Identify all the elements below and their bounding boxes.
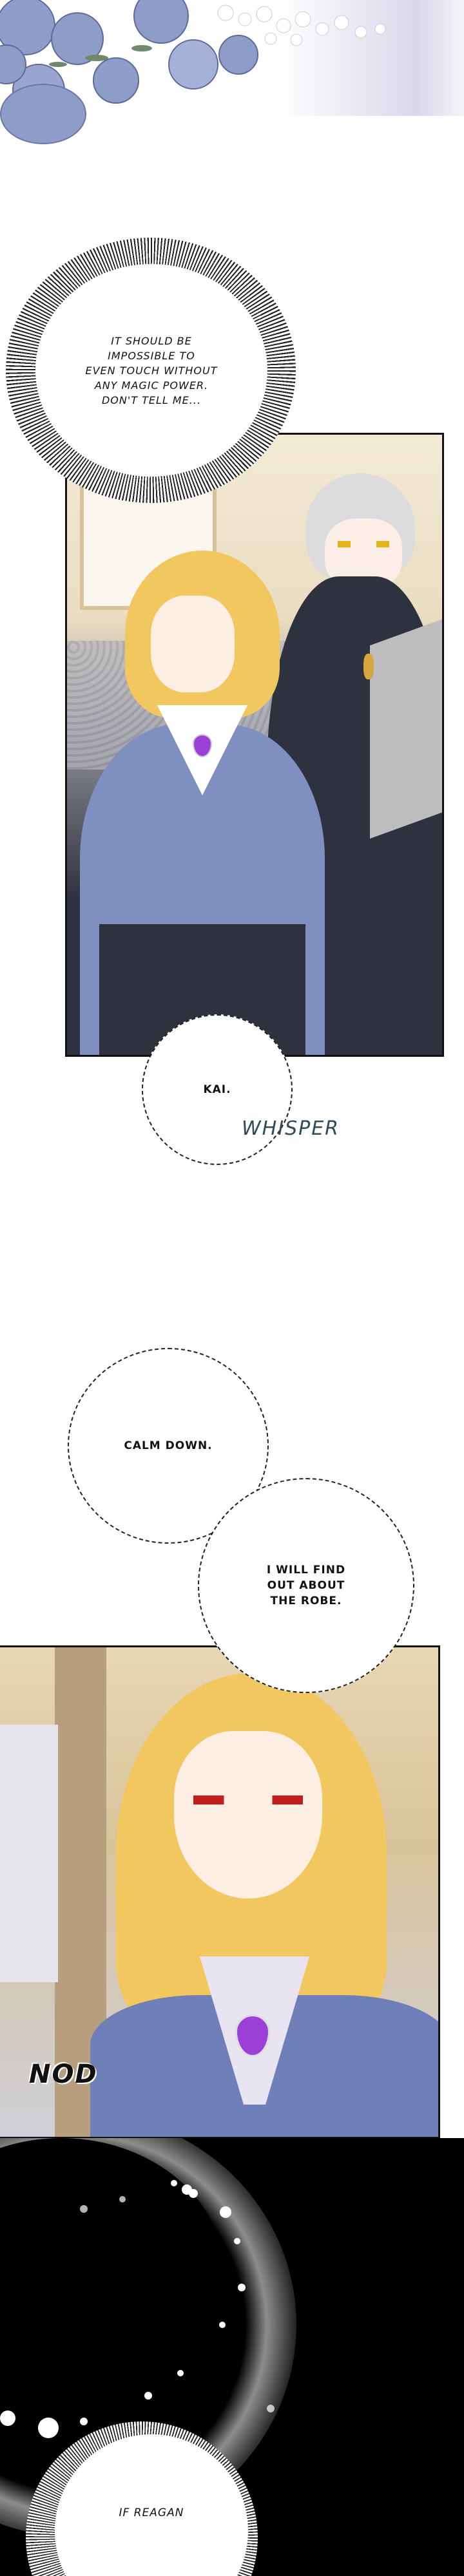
bubble-1-line: ANY MAGIC POWER.	[94, 379, 209, 392]
bubble-4-line: I WILL FIND	[266, 1564, 346, 1577]
bubble-1-line: DON'T TELL ME...	[101, 393, 202, 406]
bubble-3-text: CALM DOWN.	[124, 1439, 213, 1452]
bubble-4-line: THE ROBE.	[270, 1595, 342, 1607]
window-frame	[0, 1725, 58, 1982]
rose-lower	[0, 84, 86, 144]
bubble-4-line: OUT ABOUT	[267, 1579, 345, 1592]
panel-characters-room	[65, 433, 444, 1057]
blonde-character	[80, 551, 325, 1055]
sfx-nod: NOD	[29, 2060, 98, 2089]
panel-blonde-closeup: NOD	[0, 1645, 440, 2139]
bubble-5-text: IF REAGAN	[119, 2506, 184, 2519]
red-eyes	[193, 1795, 303, 1804]
purple-gem-closeup	[235, 2014, 270, 2057]
bubble-1-line: IMPOSSIBLE TO	[108, 349, 195, 362]
bubble-1-line: IT SHOULD BE	[111, 334, 192, 347]
speech-bubble-1: IT SHOULD BE IMPOSSIBLE TO EVEN TOUCH WI…	[35, 264, 267, 477]
bubble-1-line: EVEN TOUCH WITHOUT	[85, 364, 218, 377]
speech-bubble-2: KAI.	[142, 1014, 293, 1165]
yellow-eyes	[338, 541, 389, 547]
bubble-2-text: KAI.	[203, 1083, 231, 1096]
sfx-whisper: WHISPER	[242, 1117, 340, 1140]
blonde-character-closeup	[90, 1673, 438, 2137]
purple-gem	[193, 734, 212, 757]
speech-bubble-4: I WILL FIND OUT ABOUT THE ROBE.	[198, 1478, 414, 1693]
panel-dark-eclipse: IF REAGAN	[0, 2138, 464, 2576]
gold-brooch	[363, 654, 374, 679]
sparkles	[0, 2180, 275, 2438]
